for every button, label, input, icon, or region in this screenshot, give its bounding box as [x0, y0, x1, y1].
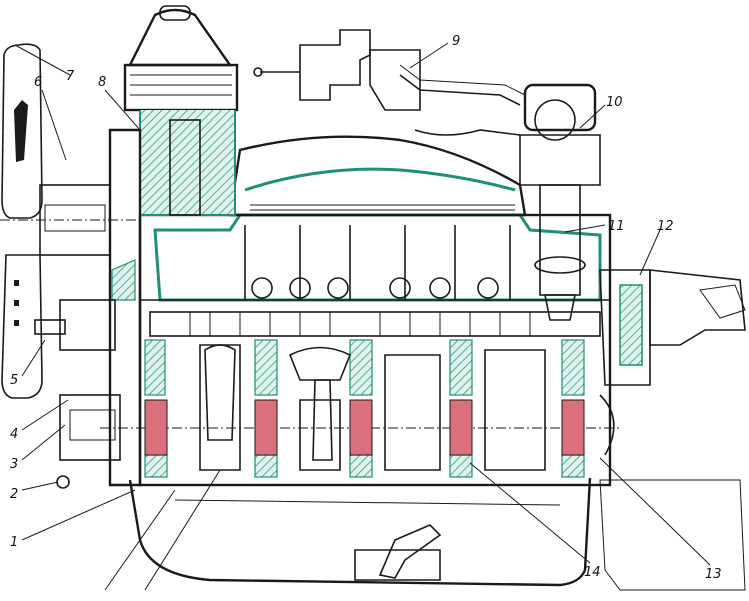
label-5: 5: [10, 373, 18, 388]
air-filter-housing: [123, 5, 239, 216]
label-1: 1: [10, 535, 18, 550]
label-3: 3: [10, 457, 18, 472]
cylinder-head: [228, 135, 527, 217]
timing-cover: [0, 128, 142, 489]
label-2: 2: [10, 487, 18, 502]
label-8: 8: [98, 75, 106, 90]
label-4: 4: [10, 427, 18, 442]
flywheel-housing: [599, 269, 746, 456]
leader-lines: [14, 42, 711, 591]
oil-pan: [128, 477, 746, 591]
label-14: 14: [584, 565, 601, 580]
label-6: 6: [34, 75, 42, 90]
label-10: 10: [606, 95, 623, 110]
fan-blade: [1, 43, 43, 399]
label-13: 13: [705, 567, 722, 582]
label-12: 12: [657, 219, 674, 234]
carburetor-linkage: [253, 29, 526, 136]
distributor: [519, 83, 601, 321]
label-9: 9: [452, 34, 460, 49]
engine-block: [100, 213, 620, 487]
callout-labels: 1 2 3 4 5 6 7 8 9 10 11 12 13 14: [10, 34, 722, 582]
label-11: 11: [608, 219, 625, 234]
label-7: 7: [66, 69, 75, 84]
